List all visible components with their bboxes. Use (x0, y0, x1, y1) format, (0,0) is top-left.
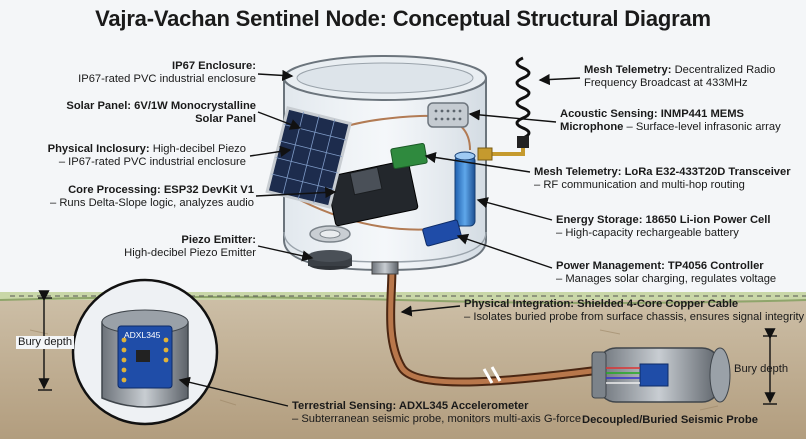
leader-lines (178, 69, 581, 407)
label-solar-panel: Solar Panel: 6V/1W Monocrystalline Solar… (66, 100, 256, 125)
label-seismic-probe: Decoupled/Buried Seismic Probe (582, 414, 758, 426)
label-physical-integration: Physical Integration: Shielded 4-Core Co… (464, 298, 805, 323)
label-power-management: Power Management: TP4056 Controller – Ma… (556, 260, 777, 285)
accelerometer-inset (71, 278, 219, 426)
label-physical-inclosury: Physical Inclosury: High-decibel Piezo –… (47, 143, 246, 168)
label-bury-depth-left: Bury depth (16, 336, 75, 349)
antenna (477, 56, 531, 161)
label-lora-transceiver: Mesh Telemetry: LoRa E32-433T20D Transce… (534, 166, 791, 191)
label-bury-depth-right: Bury depth (734, 363, 789, 375)
label-ip67-enclosure: IP67 Enclosure: IP67-rated PVC industria… (78, 60, 256, 85)
chip-label: ADXL345 (124, 330, 161, 340)
label-acoustic-sensing: Acoustic Sensing: INMP441 MEMS Microphon… (560, 108, 781, 133)
diagram-title: Vajra-Vachan Sentinel Node: Conceptual S… (95, 6, 711, 31)
solar-panel (265, 106, 352, 209)
label-core-processing: Core Processing: ESP32 DevKit V1 – Runs … (50, 184, 254, 209)
label-mesh-telemetry-radio: Mesh Telemetry: Decentralized Radio Freq… (584, 64, 776, 89)
copper-cable (386, 267, 601, 387)
label-piezo-emitter: Piezo Emitter: High-decibel Piezo Emitte… (124, 234, 256, 259)
label-terrestrial-sensing: Terrestrial Sensing: ADXL345 Acceleromet… (292, 400, 582, 425)
seismic-probe (591, 347, 731, 403)
label-energy-storage: Energy Storage: 18650 Li-ion Power Cell … (556, 214, 771, 239)
